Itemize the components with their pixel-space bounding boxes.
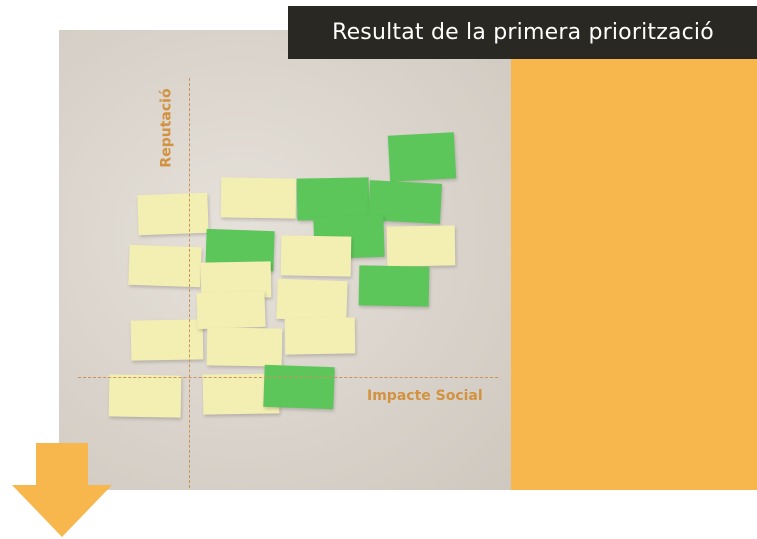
vertical-axis-line [189,78,190,488]
sticky-note [276,278,348,322]
sticky-note [220,177,297,219]
sticky-note [358,265,430,307]
sticky-note [196,290,266,330]
sticky-note [108,374,182,418]
sticky-note [280,235,352,277]
axis-label-impacte-social: Impacte Social [367,388,483,404]
down-arrow-icon [12,443,112,537]
sticky-note [296,177,370,221]
orange-side-panel [511,59,757,490]
axis-label-reputacio: Reputació [158,88,175,168]
sticky-note [130,319,204,361]
sticky-note [386,225,456,267]
sticky-note [387,132,457,182]
sticky-note [263,364,335,410]
sticky-note [137,192,209,236]
horizontal-axis-line [78,377,498,378]
page-title: Resultat de la primera priorització [288,6,757,59]
sticky-note [284,317,356,355]
sticky-note [206,327,283,367]
photo-sticky-notes-board [59,30,511,490]
sticky-note [128,244,202,288]
